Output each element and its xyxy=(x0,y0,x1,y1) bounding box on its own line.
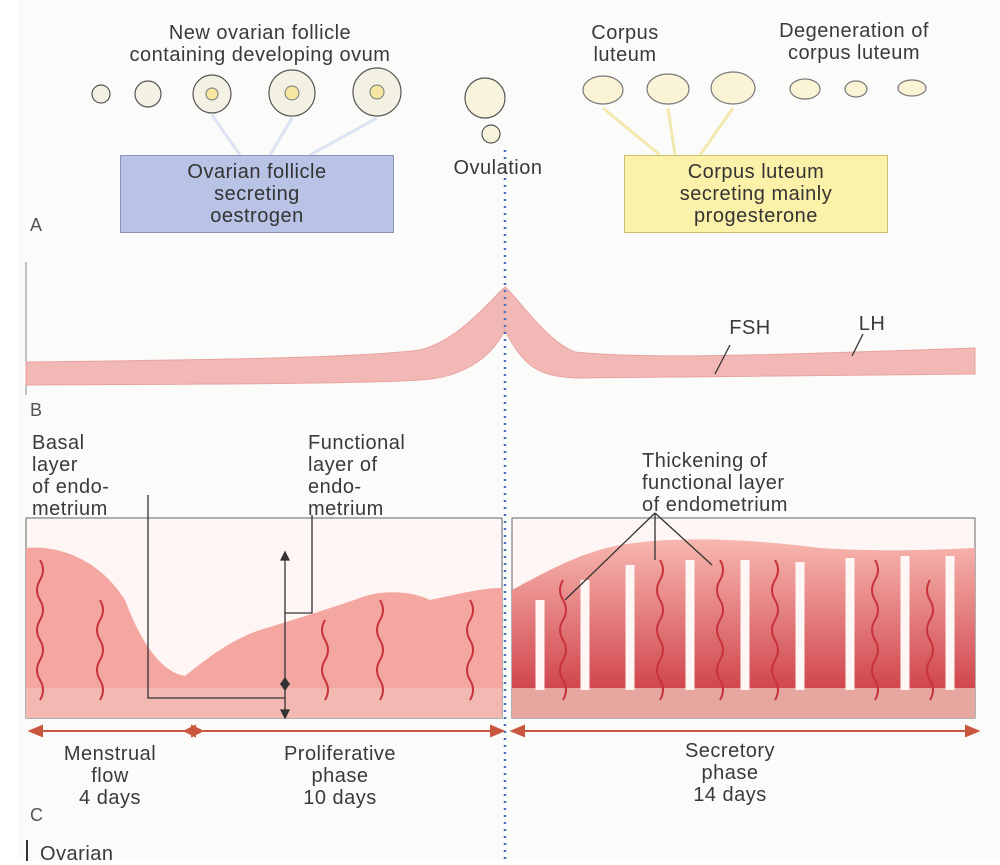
section-b-letter: B xyxy=(30,400,42,421)
corpus-luteum-stage-3 xyxy=(711,72,755,104)
degenerating-luteum-2 xyxy=(845,81,867,97)
follicle-stage-2 xyxy=(135,81,161,107)
section-a-letter: A xyxy=(30,215,42,236)
fsh-label: FSH xyxy=(720,317,780,339)
functional-layer-label: Functional layer of endo- metrium xyxy=(308,432,405,520)
degeneration-label: Degeneration of corpus luteum xyxy=(738,20,970,64)
follicle-hormone-box: Ovarian follicle secreting oestrogen xyxy=(120,155,394,233)
corpus-luteum-label: Corpus luteum xyxy=(570,22,680,66)
corpus-luteum-stage-2 xyxy=(647,74,689,104)
degenerating-luteum-1 xyxy=(790,79,820,99)
thickening-label: Thickening of functional layer of endome… xyxy=(642,450,788,516)
ovulation-label: Ovulation xyxy=(428,157,568,179)
corpus-luteum-sequence xyxy=(583,72,926,104)
follicle-stage-1 xyxy=(92,85,110,103)
ovarian-label: Ovarian xyxy=(40,843,114,865)
menstrual-phase-label: Menstrual flow 4 days xyxy=(30,743,190,809)
basal-layer-label: Basal layer of endo- metrium xyxy=(32,432,109,520)
proliferative-phase-label: Proliferative phase 10 days xyxy=(255,743,425,809)
hormone-curve-band xyxy=(26,287,975,385)
corpus-albicans xyxy=(898,80,926,96)
ruptured-follicle xyxy=(465,78,505,118)
new-follicle-label: New ovarian follicle containing developi… xyxy=(50,22,470,66)
corpus-luteum-stage-1 xyxy=(583,76,623,104)
luteum-connectors xyxy=(603,108,733,155)
endometrium-panel-left xyxy=(26,518,502,718)
released-ovum xyxy=(482,125,500,143)
lh-label: LH xyxy=(852,313,892,335)
hormone-chart xyxy=(26,262,975,395)
endometrium-panel-right xyxy=(512,518,975,718)
section-c-letter: C xyxy=(30,805,43,826)
follicle-sequence xyxy=(92,68,505,143)
secretory-phase-label: Secretory phase 14 days xyxy=(655,740,805,806)
luteum-hormone-box: Corpus luteum secreting mainly progester… xyxy=(624,155,888,233)
follicle-connectors xyxy=(212,115,377,155)
